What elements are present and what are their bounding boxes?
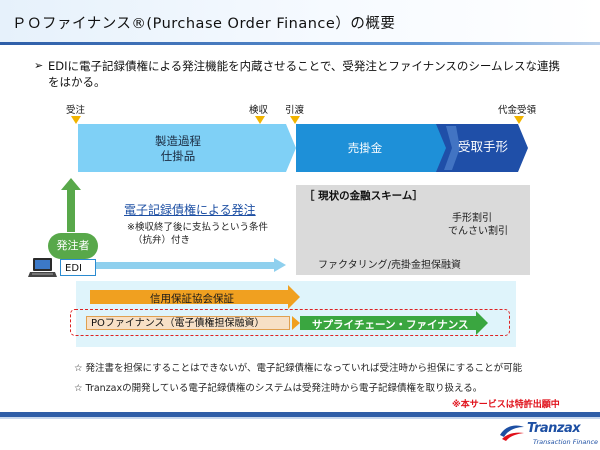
supply-chain-finance-label: サプライチェーン・ファイナンス [312, 319, 469, 331]
current-scheme-heading: ［ 現状の金融スキーム］ [304, 190, 423, 202]
edi-arrow-head [274, 258, 286, 272]
brand-name: Tranzax [527, 421, 581, 436]
footer-bar [0, 412, 600, 417]
credit-guarantee-arrow-head [288, 285, 300, 309]
stage-manufacturing-label: 製造過程 仕掛品 [128, 134, 228, 164]
credit-guarantee-label: 信用保証協会保証 [150, 293, 234, 305]
lead-text-line2: をはかる。 [48, 75, 106, 89]
page-title: ＰＯファイナンス®(Purchase Order Finance）の概要 [12, 16, 396, 32]
note-collateral: ☆ 発注書を担保にすることはできないが、電子記録債権になっていれば受注時から担保… [74, 363, 523, 374]
note-tranzax-system: ☆ Tranzaxの開発している電子記録債権のシステムは受発注時から電子記録債権… [74, 383, 483, 394]
title-underline [0, 42, 600, 45]
triangle-marker-icon [514, 116, 524, 124]
stage-manufacturing-line2: 仕掛品 [160, 149, 196, 163]
arrow-bullet-icon: ➢ [34, 59, 44, 72]
supply-chain-arrow-head [476, 311, 488, 335]
erecord-condition-line1: ※検収終了後に支払うという条件 [127, 222, 268, 233]
orderer-up-arrow [61, 178, 81, 232]
triangle-marker-icon [255, 116, 265, 124]
stage-manufacturing-shape [78, 124, 296, 172]
po-finance-label: POファイナンス（電子債権担保融資） [86, 316, 290, 330]
stage-receivable-label: 売掛金 [347, 141, 383, 155]
footer-bar-accent [0, 417, 600, 419]
densai-discount-label: でんさい割引 [448, 226, 508, 237]
patent-pending-note: ※本サービスは特許出願中 [452, 400, 560, 410]
factoring-label: ファクタリング/売掛金担保融資 [318, 260, 461, 271]
milestone-inspection: 検収 [249, 105, 269, 116]
milestone-order: 受注 [66, 105, 86, 116]
stage-manufacturing-line1: 製造過程 [155, 134, 201, 148]
stage-receivable-shape [296, 124, 466, 172]
title-bar [0, 0, 600, 42]
triangle-marker-icon [71, 116, 81, 124]
brand-tagline: Transaction Finance [533, 438, 599, 446]
lead-text-line1: EDIに電子記録債権による発注機能を内蔵させることで、受発注とファイナンスのシー… [48, 59, 561, 73]
orderer-badge: 発注者 [48, 233, 98, 259]
milestone-payment: 代金受領 [498, 105, 537, 116]
po-finance-arrow-head [292, 316, 300, 330]
erecord-heading: 電子記録債権による発注 [124, 203, 256, 217]
triangle-marker-icon [290, 116, 300, 124]
bill-discount-label: 手形割引 [452, 213, 492, 224]
tranzax-logo-icon [500, 425, 524, 441]
current-scheme-box [296, 185, 530, 275]
stage-bill-shape [436, 124, 528, 172]
po-finance-dashed-frame [70, 309, 510, 336]
laptop-icon [28, 258, 57, 277]
milestone-delivery: 引渡 [285, 105, 305, 116]
erecord-condition-line2: （抗弁）付き [133, 235, 191, 246]
stage-bill-label: 受取手形 [457, 139, 508, 154]
edi-box: EDI [60, 259, 96, 276]
